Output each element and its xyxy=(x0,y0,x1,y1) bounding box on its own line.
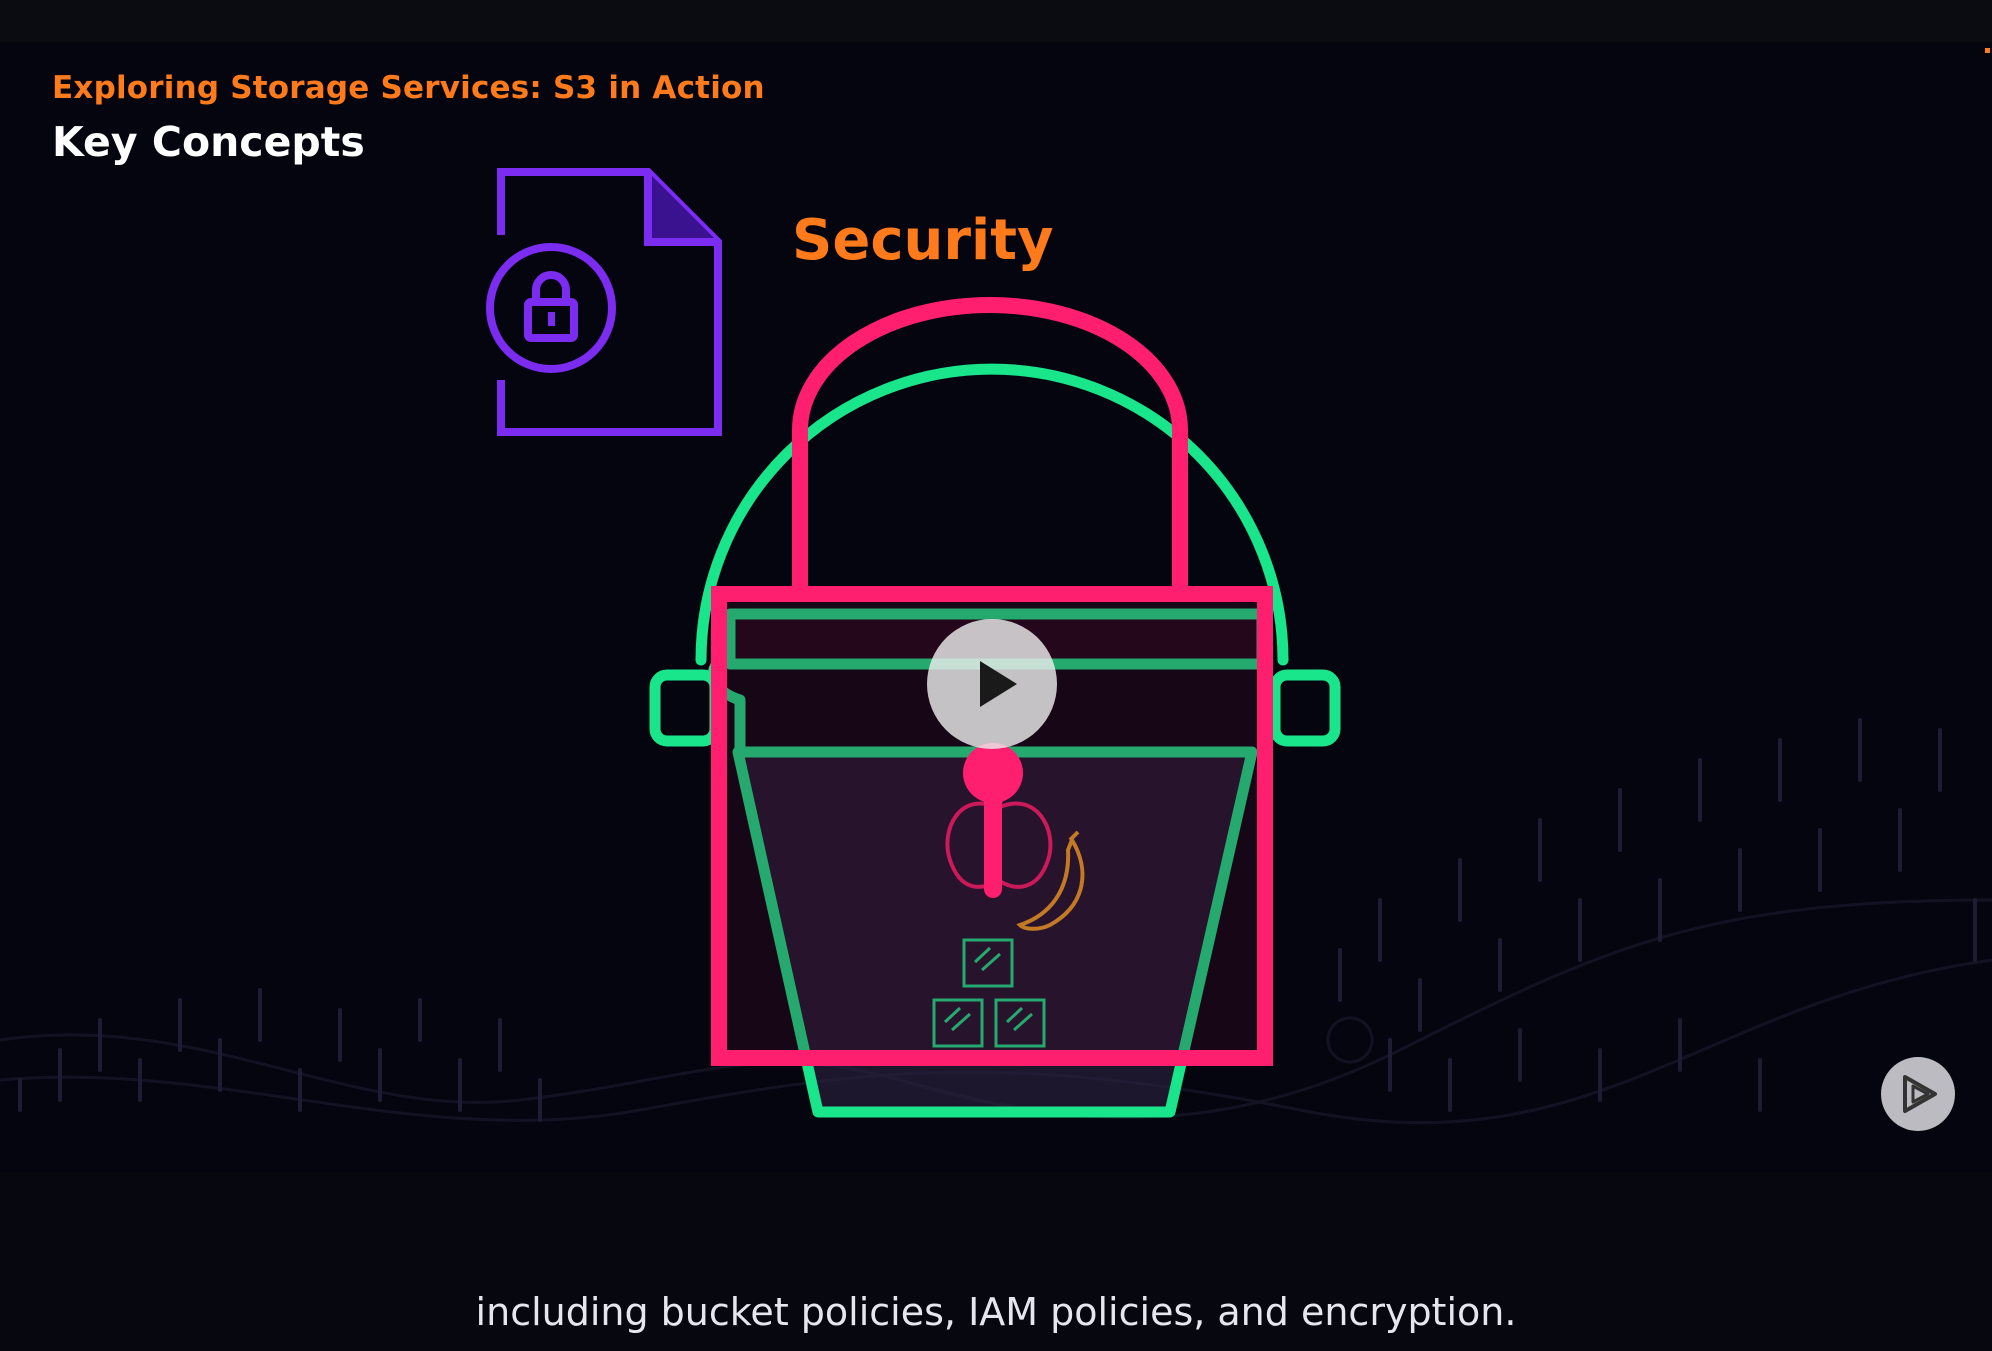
subtitle-band xyxy=(0,1172,1992,1351)
topic-label: Security xyxy=(792,208,1054,273)
background-dashes xyxy=(18,718,1977,1122)
pluralsight-logo-button[interactable] xyxy=(1881,1057,1955,1131)
play-button[interactable] xyxy=(927,619,1057,749)
course-title: Exploring Storage Services: S3 in Action xyxy=(52,70,765,106)
padlock-icon xyxy=(711,297,1273,1066)
subtitle-text: including bucket policies, IAM policies,… xyxy=(475,1290,1517,1334)
secure-document-icon xyxy=(486,168,722,436)
data-blocks-icon xyxy=(932,938,1046,1048)
progress-marker xyxy=(1985,48,1990,53)
section-title: Key Concepts xyxy=(52,118,365,166)
play-icon xyxy=(980,661,1017,707)
top-bar xyxy=(0,0,1992,42)
banana-icon xyxy=(1016,830,1085,931)
pluralsight-logo-icon xyxy=(1903,1075,1937,1113)
